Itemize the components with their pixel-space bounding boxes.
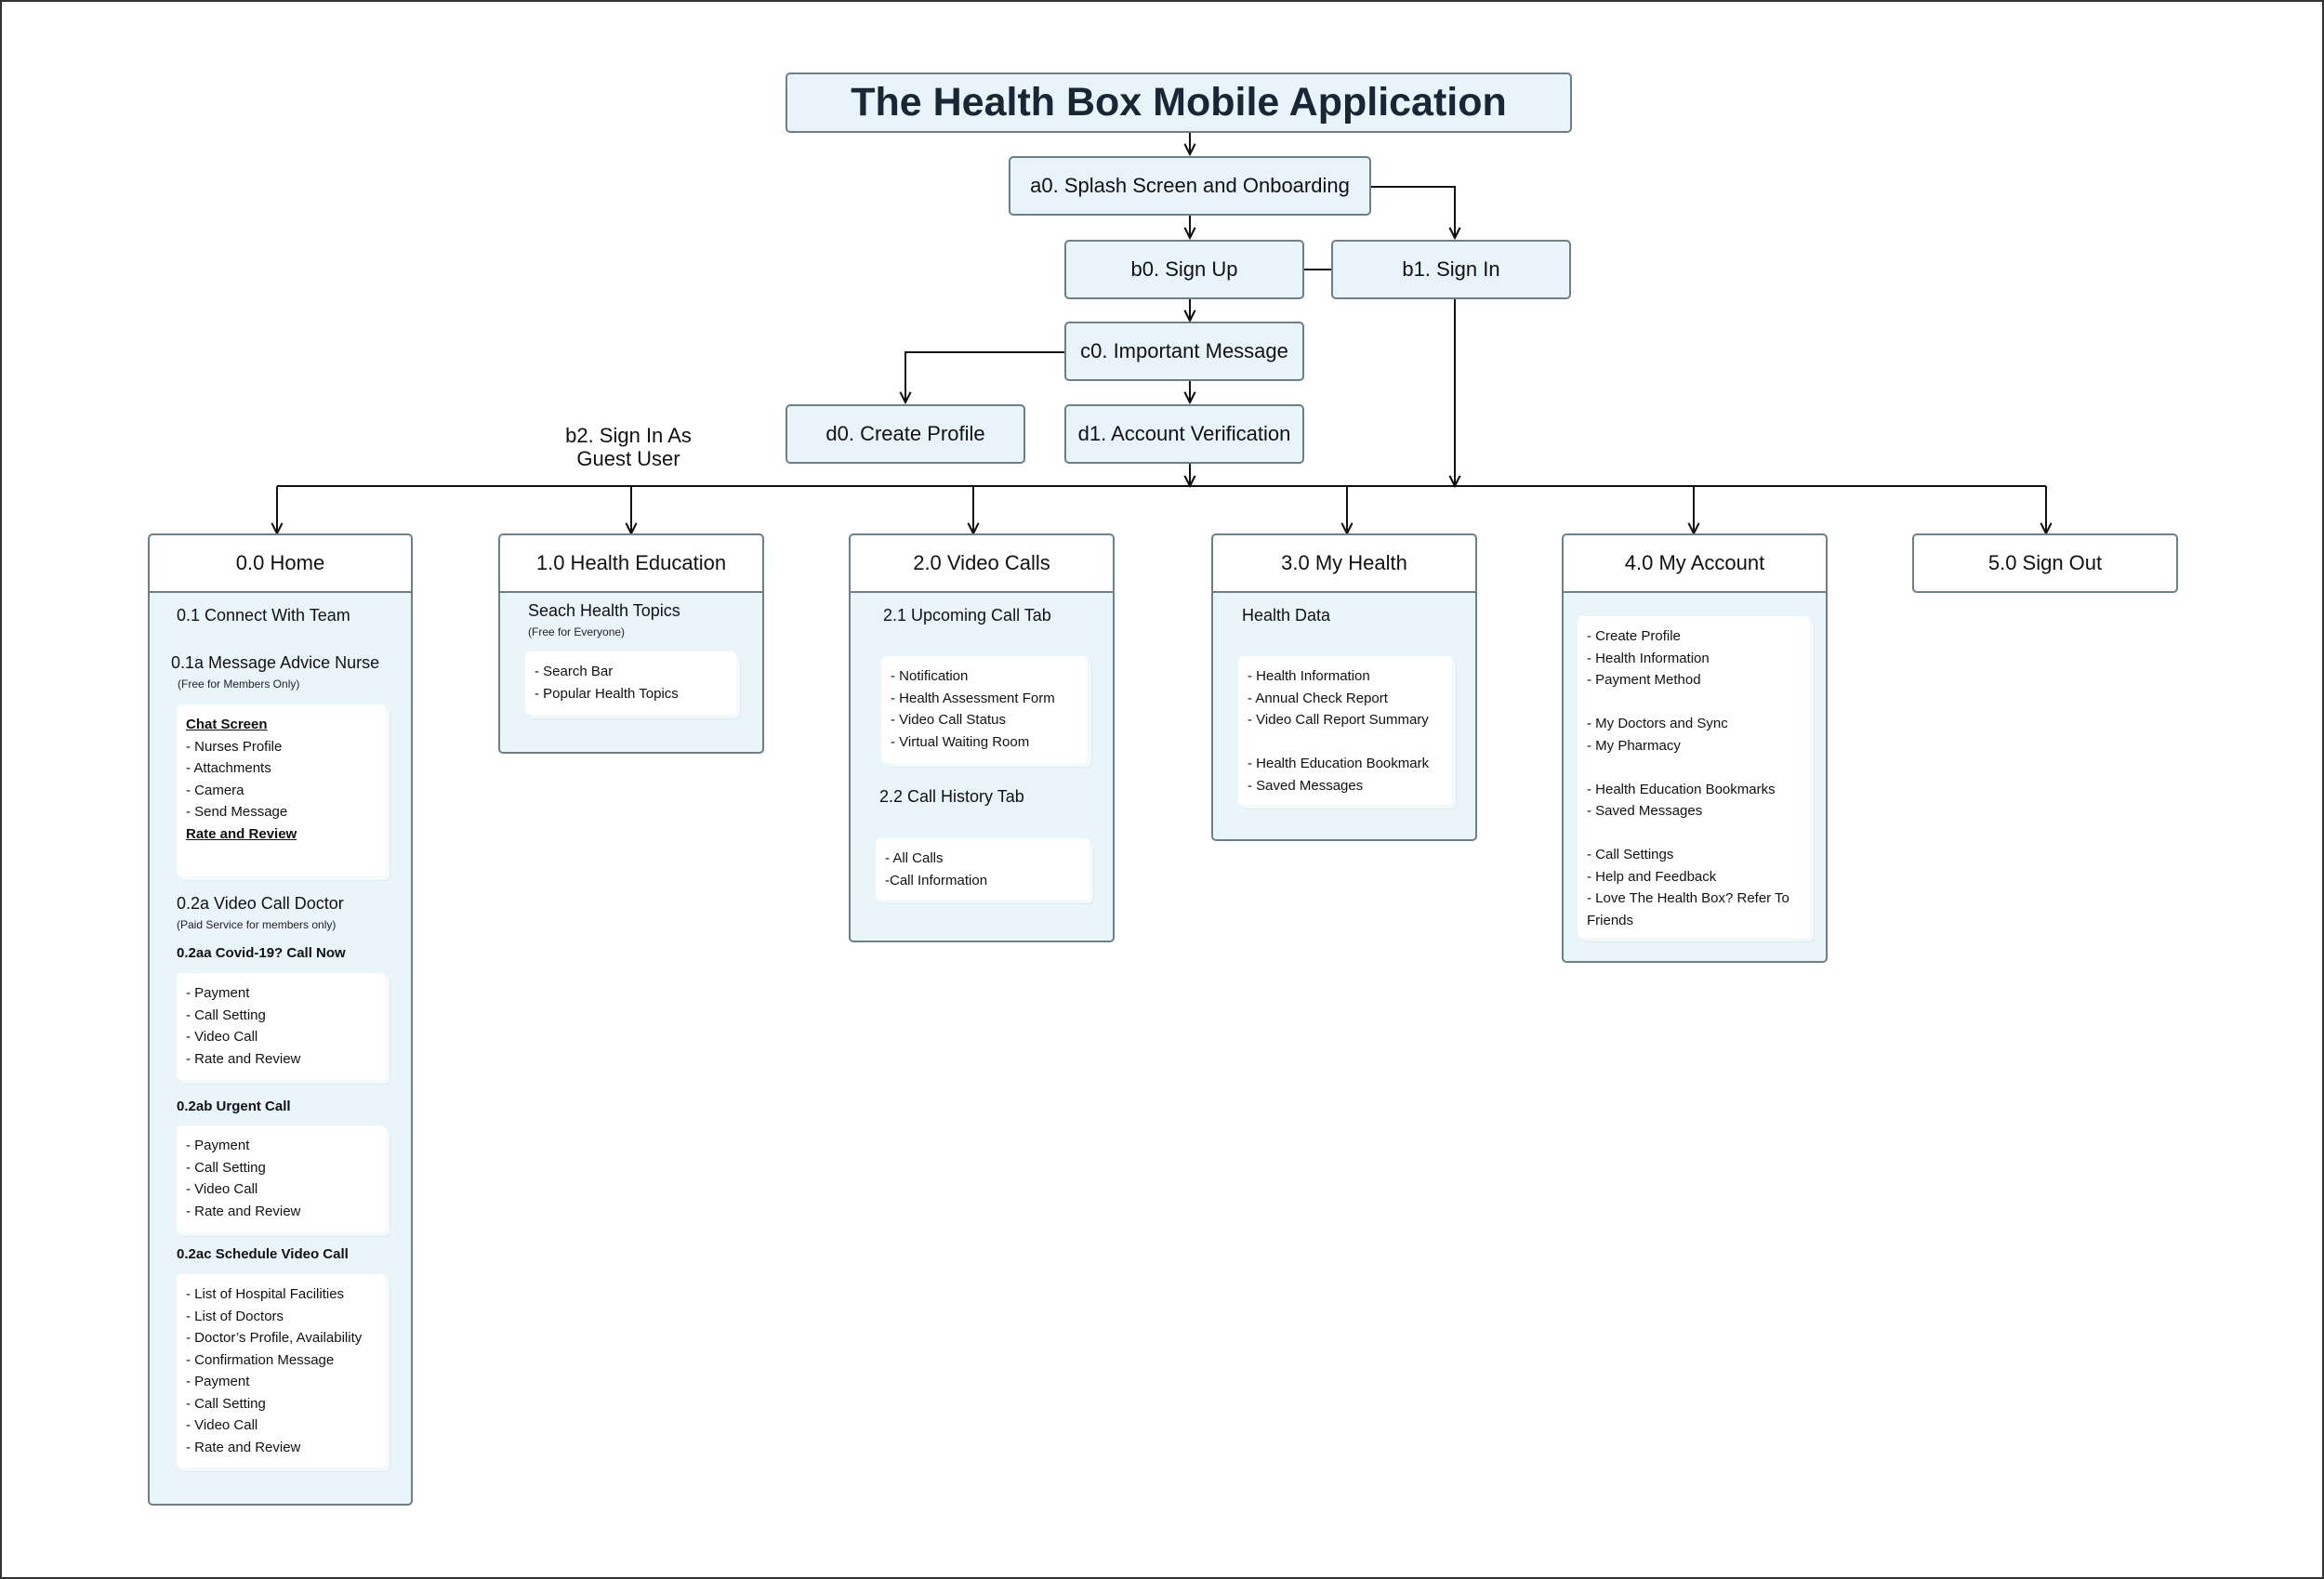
- paid-service-note: (Paid Service for members only): [177, 918, 337, 931]
- connect-with-team-heading: 0.1 Connect With Team: [177, 606, 350, 625]
- my-account-card: - Create Profile - Health Information - …: [1578, 616, 1810, 938]
- list-item: [1248, 731, 1443, 754]
- list-item: - Payment: [186, 985, 250, 1001]
- search-health-topics-heading: Seach Health Topics: [528, 601, 680, 620]
- list-item: - Rate and Review: [186, 1203, 301, 1219]
- video-calls-section-title: 2.0 Video Calls: [851, 535, 1113, 593]
- list-item: - Notification: [891, 668, 969, 684]
- list-item: - Call Setting: [186, 1007, 266, 1023]
- list-item: - Attachments: [186, 760, 271, 776]
- list-item: - Saved Messages: [1587, 803, 1703, 819]
- list-item: - Create Profile: [1587, 628, 1681, 644]
- schedule-video-call-heading: 0.2ac Schedule Video Call: [177, 1246, 349, 1262]
- edge-important-profile: [905, 351, 1064, 402]
- my-account-section-title: 4.0 My Account: [1564, 535, 1826, 593]
- call-history-card: - All Calls -Call Information: [876, 838, 1089, 900]
- chat-screen-card: Chat Screen - Nurses Profile - Attachmen…: [177, 704, 386, 876]
- urgent-call-heading: 0.2ab Urgent Call: [177, 1099, 291, 1114]
- my-account-section: 4.0 My Account - Create Profile - Health…: [1562, 533, 1828, 963]
- list-item: - Virtual Waiting Room: [891, 733, 1030, 750]
- health-data-heading: Health Data: [1242, 606, 1331, 625]
- list-item: - Doctor’s Profile, Availability: [186, 1330, 363, 1346]
- list-item: - Send Message: [186, 804, 288, 820]
- covid-call-card: - Payment - Call Setting - Video Call - …: [177, 973, 386, 1080]
- urgent-call-card: - Payment - Call Setting - Video Call - …: [177, 1125, 386, 1232]
- edge-splash-signin: [1371, 186, 1455, 238]
- list-item: - Health Assessment Form: [891, 690, 1055, 706]
- list-item: - Payment Method: [1587, 672, 1701, 688]
- guest-sign-in-label: b2. Sign In As Guest User: [565, 424, 692, 470]
- health-education-section-title: 1.0 Health Education: [500, 535, 762, 593]
- list-item: - Video Call Report Summary: [1248, 712, 1429, 728]
- list-item: -Call Information: [885, 872, 988, 888]
- members-only-note: (Free for Members Only): [178, 678, 300, 691]
- sign-up-node: b0. Sign Up: [1064, 240, 1304, 299]
- list-item: - Help and Feedback: [1587, 868, 1717, 885]
- list-item: - Payment: [186, 1374, 250, 1389]
- list-item: - Camera: [186, 782, 244, 798]
- home-section: 0.0 Home 0.1 Connect With Team 0.1a Mess…: [148, 533, 413, 1506]
- covid-call-heading: 0.2aa Covid-19? Call Now: [177, 945, 346, 961]
- list-item: - Call Setting: [186, 1395, 266, 1412]
- sign-in-node: b1. Sign In: [1331, 240, 1571, 299]
- list-item: - Health Information: [1587, 650, 1710, 666]
- list-item: - My Doctors and Sync: [1587, 716, 1728, 731]
- sign-out-section-title: 5.0 Sign Out: [1914, 535, 2176, 591]
- list-item: - Health Education Bookmark: [1248, 756, 1430, 771]
- list-item: - My Pharmacy: [1587, 737, 1681, 754]
- list-item: - List of Doctors: [186, 1308, 284, 1324]
- list-item: - Video Call Status: [891, 712, 1006, 728]
- list-item: - Video Call: [186, 1417, 258, 1433]
- list-item: - Rate and Review: [186, 1050, 301, 1067]
- list-item: [1587, 757, 1801, 779]
- list-item: [1587, 822, 1801, 845]
- list-item: - Saved Messages: [1248, 777, 1364, 794]
- list-item: - Popular Health Topics: [535, 685, 679, 702]
- list-item: - Call Setting: [186, 1159, 266, 1176]
- list-item: - Health Information: [1248, 668, 1370, 684]
- list-item: - Video Call: [186, 1181, 258, 1197]
- free-for-everyone-note: (Free for Everyone): [528, 625, 626, 638]
- create-profile-node: d0. Create Profile: [786, 404, 1025, 464]
- important-message-node: c0. Important Message: [1064, 322, 1304, 381]
- message-advice-nurse-heading: 0.1a Message Advice Nurse: [171, 653, 380, 672]
- my-health-section: 3.0 My Health Health Data - Health Infor…: [1211, 533, 1477, 841]
- list-item: - Annual Check Report: [1248, 690, 1388, 706]
- my-health-section-title: 3.0 My Health: [1213, 535, 1475, 593]
- list-item: - Health Education Bookmarks: [1587, 781, 1776, 797]
- list-item: - Nurses Profile: [186, 738, 283, 755]
- schedule-video-call-card: - List of Hospital Facilities - List of …: [177, 1274, 386, 1467]
- upcoming-call-tab-heading: 2.1 Upcoming Call Tab: [883, 606, 1051, 625]
- video-calls-section: 2.0 Video Calls 2.1 Upcoming Call Tab - …: [849, 533, 1115, 942]
- rate-review-label: Rate and Review: [186, 825, 297, 842]
- health-education-section: 1.0 Health Education Seach Health Topics…: [498, 533, 764, 754]
- account-verification-node: d1. Account Verification: [1064, 404, 1304, 464]
- video-call-doctor-heading: 0.2a Video Call Doctor: [177, 894, 344, 913]
- upcoming-call-card: - Notification - Health Assessment Form …: [881, 656, 1088, 763]
- list-item: [1587, 691, 1801, 714]
- list-item: - List of Hospital Facilities: [186, 1286, 345, 1302]
- list-item: - Rate and Review: [186, 1439, 301, 1455]
- list-item: - Love The Health Box? Refer To Friends: [1587, 890, 1789, 928]
- search-topics-card: - Search Bar - Popular Health Topics: [525, 651, 736, 715]
- list-item: - Video Call: [186, 1029, 258, 1045]
- list-item: - Call Settings: [1587, 847, 1674, 862]
- list-item: - Confirmation Message: [186, 1351, 335, 1368]
- sign-out-section: 5.0 Sign Out: [1912, 533, 2178, 593]
- list-item: - Payment: [186, 1138, 250, 1153]
- health-data-card: - Health Information - Annual Check Repo…: [1238, 656, 1452, 805]
- app-title-box: The Health Box Mobile Application: [786, 72, 1572, 133]
- call-history-tab-heading: 2.2 Call History Tab: [879, 787, 1024, 806]
- list-item: - Search Bar: [535, 664, 614, 679]
- list-item: - All Calls: [885, 850, 944, 866]
- home-section-title: 0.0 Home: [150, 535, 411, 593]
- chat-screen-label: Chat Screen: [186, 717, 268, 732]
- splash-node: a0. Splash Screen and Onboarding: [1009, 156, 1371, 216]
